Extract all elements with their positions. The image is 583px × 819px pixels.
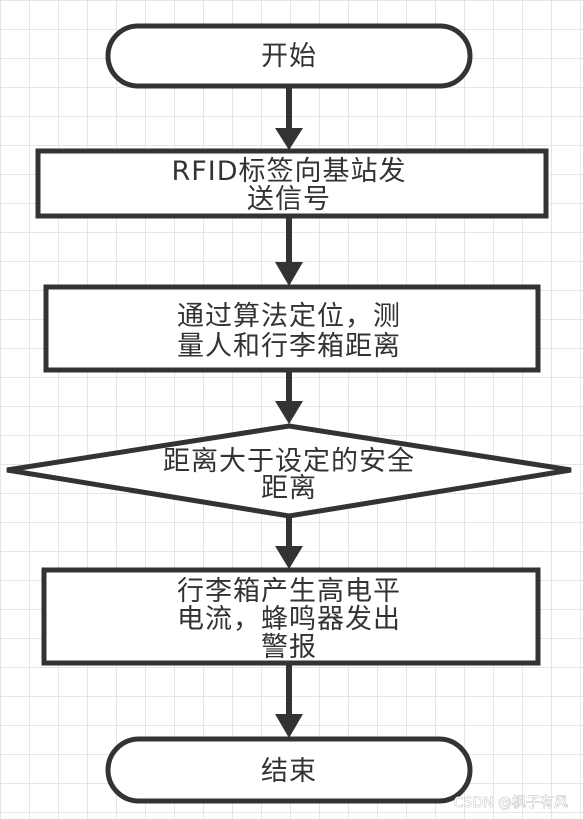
decision-node: 距离大于设定的安全 距离 bbox=[6, 423, 572, 519]
end-node: 结束 bbox=[105, 736, 473, 804]
arrowhead-icon bbox=[275, 546, 303, 569]
step-2-line-2: 量人和行李箱距离 bbox=[177, 331, 401, 362]
arrowhead-icon bbox=[275, 714, 303, 738]
step-1-line-1: RFID标签向基站发 bbox=[171, 156, 406, 187]
step-3-line-3: 警报 bbox=[261, 632, 317, 663]
step-1-line-2: 送信号 bbox=[247, 184, 331, 215]
step-3-node: 行李箱产生高电平 电流，蜂鸣器发出 警报 bbox=[41, 567, 541, 666]
start-label: 开始 bbox=[261, 41, 317, 72]
connectors bbox=[275, 84, 303, 738]
arrowhead-icon bbox=[275, 401, 303, 424]
step-1-node: RFID标签向基站发 送信号 bbox=[35, 148, 549, 219]
decision-line-1: 距离大于设定的安全 bbox=[163, 446, 415, 477]
start-node: 开始 bbox=[105, 23, 473, 89]
step-3-line-1: 行李箱产生高电平 bbox=[177, 576, 401, 607]
watermark-text: CSDN @枫子有风 bbox=[454, 795, 568, 811]
arrowhead-icon bbox=[275, 262, 303, 286]
step-2-line-1: 通过算法定位，测 bbox=[177, 301, 401, 332]
decision-line-2: 距离 bbox=[261, 473, 317, 504]
step-2-node: 通过算法定位，测 量人和行李箱距离 bbox=[43, 284, 541, 373]
arrowhead-icon bbox=[275, 128, 303, 150]
end-label: 结束 bbox=[261, 756, 317, 787]
step-3-line-2: 电流，蜂鸣器发出 bbox=[177, 604, 401, 635]
